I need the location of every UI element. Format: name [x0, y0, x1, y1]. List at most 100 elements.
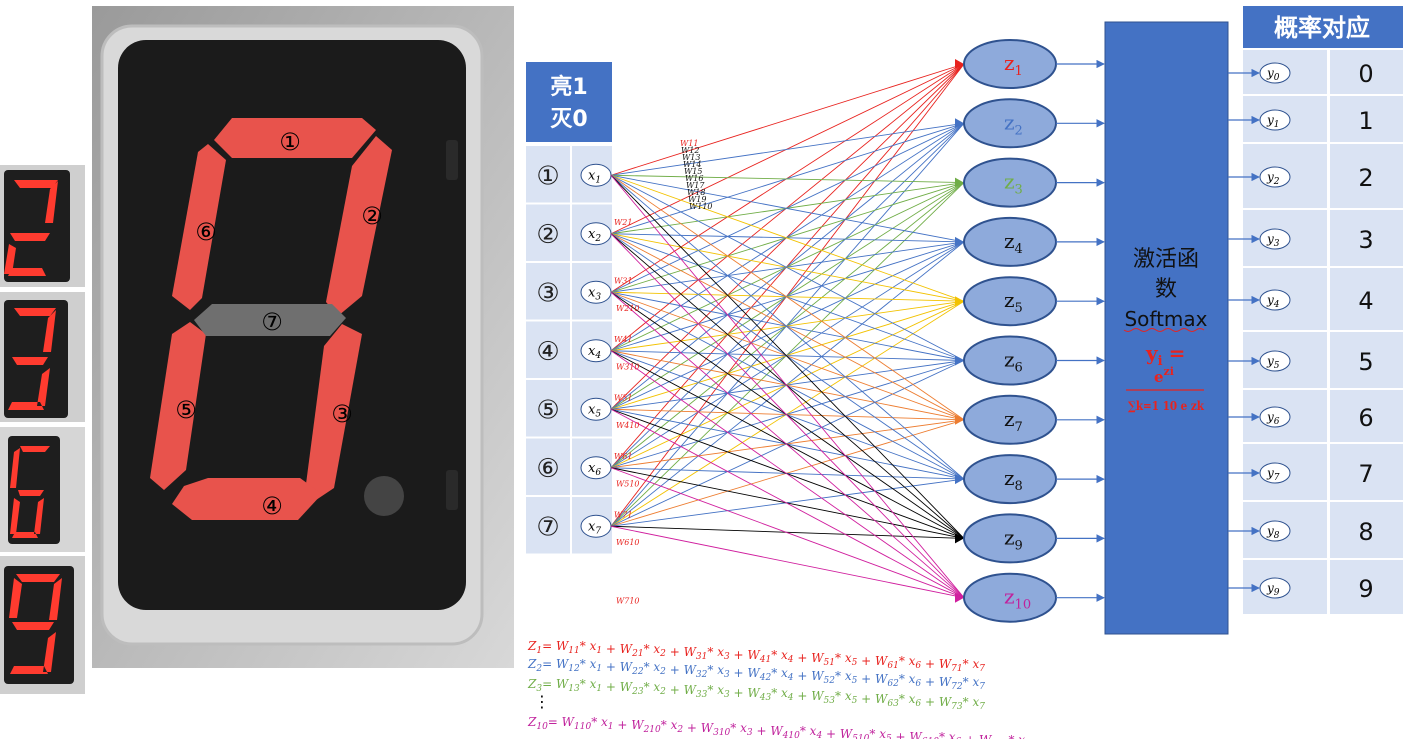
equation-times: * x: [580, 639, 597, 653]
equation-times: * x: [707, 683, 724, 697]
connection-arrowhead: [955, 59, 964, 69]
equation-weight-sub: 23: [631, 687, 644, 697]
equation-weight-sub: 63: [887, 699, 899, 709]
output-var: y: [1266, 410, 1274, 424]
equation-weight: W: [875, 672, 889, 686]
input-segment-number: ③: [536, 278, 559, 308]
weight-label: W31: [614, 277, 632, 286]
equations: Z1= W11* x1 + W21* x2 + W31* x3 + W41* x…: [527, 639, 1025, 739]
equation-weight: W: [811, 689, 825, 703]
weight-label: W17: [686, 181, 705, 190]
equation-plus: +: [857, 672, 875, 686]
output-digit: 2: [1358, 164, 1373, 192]
weight-label: W710: [616, 597, 640, 606]
segment-7: [194, 304, 346, 336]
equation-times: * x: [899, 692, 916, 706]
equation-lhs-sub: 2: [535, 664, 542, 674]
equation-weight: W: [909, 730, 923, 739]
z-var-sub: 1: [1015, 64, 1023, 79]
input-var-sub: 5: [595, 409, 601, 419]
equation-plus: +: [921, 657, 939, 671]
equation-x-sub: 7: [979, 664, 985, 674]
thumbnail-digit-9: [0, 556, 85, 694]
segment-label-7: ⑦: [261, 308, 283, 336]
input-var: x: [588, 227, 596, 242]
equation-weight: W: [620, 642, 634, 656]
equation-weight-sub: 52: [824, 676, 836, 686]
connection-line: [610, 233, 965, 599]
equation-weight-sub: 51: [824, 658, 835, 668]
connection-line: [610, 63, 965, 176]
input-var-sub: 1: [595, 175, 601, 185]
equation-weight-sub: 510: [852, 734, 869, 739]
thumbnail-digit-6: [0, 427, 85, 552]
output-digit-cell: [1330, 332, 1403, 388]
equation-times: * x: [644, 642, 661, 656]
output-digit-cell: [1330, 268, 1403, 330]
equation-weight: W: [939, 695, 953, 709]
input-var-sub: 4: [594, 351, 601, 361]
equation-weight-sub: 73: [951, 702, 963, 712]
weight-label: W21: [614, 218, 632, 227]
connection-line: [610, 174, 965, 184]
z-node-label: z8: [1004, 466, 1023, 494]
equation-x-sub: 5: [852, 658, 858, 668]
input-node-label: x6: [588, 461, 601, 478]
output-digit-cell: [1330, 50, 1403, 94]
output-var-sub: 7: [1274, 473, 1280, 483]
output-digit: 7: [1358, 460, 1373, 488]
equation-plus: +: [602, 680, 620, 694]
output-var: y: [1266, 232, 1274, 246]
equation-times: * x: [899, 654, 916, 668]
equation-times: * x: [661, 718, 678, 732]
output-var-sub: 9: [1274, 588, 1280, 598]
equation-times: * x: [591, 715, 608, 729]
output-var: y: [1266, 293, 1274, 307]
equation-x-sub: 1: [596, 646, 602, 656]
equation-plus: +: [602, 660, 620, 674]
activation-label-softmax: Softmax: [1124, 307, 1207, 331]
equation-weight-sub: 42: [759, 673, 772, 683]
equation-x-sub: 4: [815, 731, 822, 739]
output-digit: 9: [1358, 575, 1373, 603]
z-var: z: [1004, 288, 1015, 312]
equation-x-sub: 2: [676, 725, 683, 735]
equation-x-sub: 3: [724, 690, 730, 700]
equation-weight: W: [556, 657, 570, 671]
input-var-sub: 3: [595, 292, 601, 302]
equation-x-sub: 5: [852, 676, 858, 686]
output-digit: 6: [1358, 404, 1373, 432]
output-digit-cell: [1330, 390, 1403, 442]
equation-weight-sub: 22: [631, 667, 644, 677]
equation-x-sub: 4: [787, 655, 794, 665]
equation-weight-sub: 110: [574, 722, 591, 732]
segment-label-1: ①: [279, 128, 301, 156]
equation: Z2= W12* x1 + W22* x2 + W32* x3 + W42* x…: [527, 657, 985, 692]
z-to-softmax-arrows: [1056, 59, 1105, 602]
formula-eq: =: [1169, 341, 1186, 365]
equation-weight: W: [562, 715, 576, 729]
z-var: z: [1004, 51, 1015, 75]
prob-header: 概率对应: [1274, 14, 1370, 42]
input-node-label: x7: [588, 519, 601, 536]
output-node: [1259, 520, 1291, 542]
weight-label: W410: [616, 421, 640, 430]
equation-plus: +: [683, 721, 701, 735]
z-var-sub: 10: [1015, 598, 1032, 613]
equation-times: * x: [835, 689, 852, 703]
equation-weight: W: [684, 683, 698, 697]
connection-lines: [610, 59, 965, 603]
weight-label: W12: [681, 146, 699, 155]
connection-arrowhead: [955, 355, 964, 366]
output-node: [1259, 109, 1291, 131]
equation-weight-sub: 33: [696, 690, 708, 700]
connection-arrowhead: [955, 474, 964, 485]
output-node-label: y9: [1266, 581, 1280, 598]
equation-weight-sub: 210: [643, 725, 661, 735]
output-digit-cell: [1330, 444, 1403, 500]
input-node-label: x3: [588, 285, 601, 302]
connection-arrowhead: [955, 414, 964, 425]
weight-label: W41: [614, 335, 632, 344]
z-var-sub: 7: [1015, 420, 1023, 435]
